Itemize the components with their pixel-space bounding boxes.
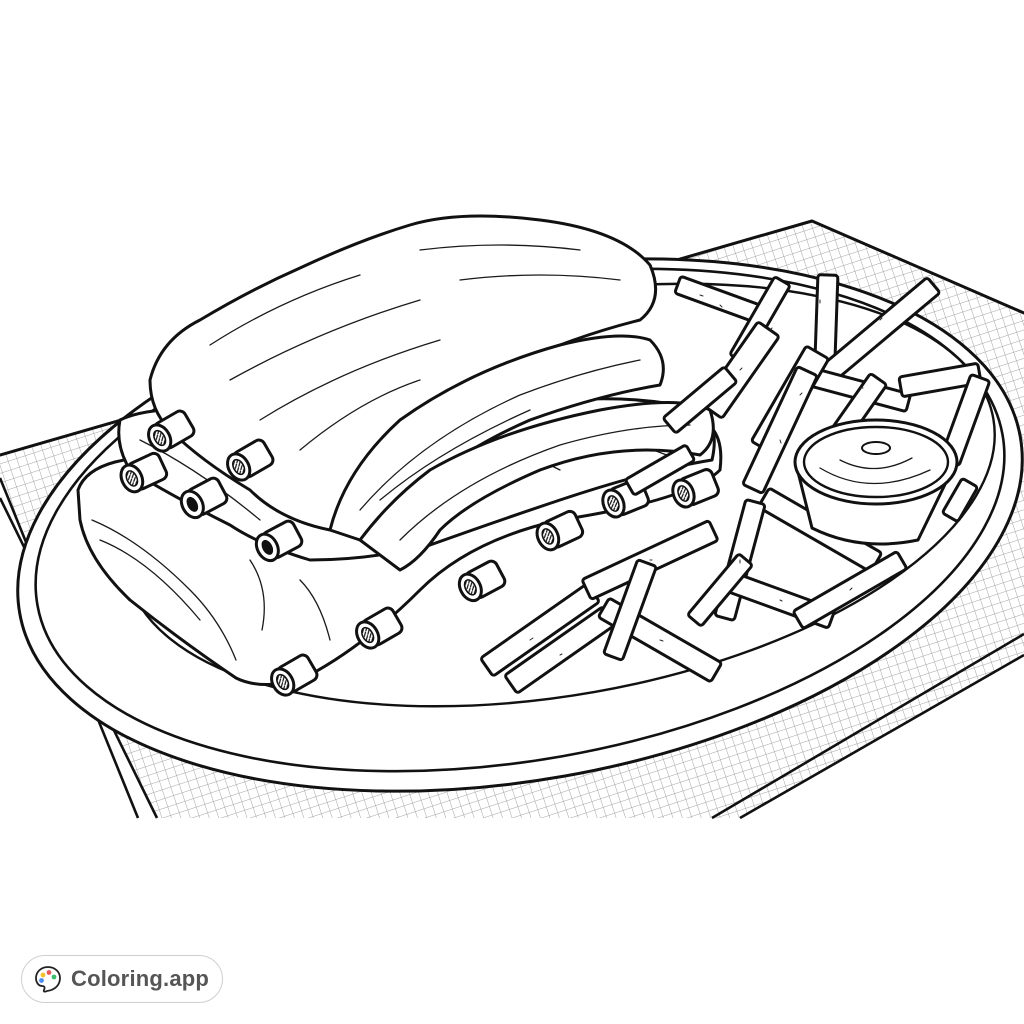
palette-icon (35, 966, 61, 993)
badge-label: Coloring.app (71, 966, 210, 991)
coloring-app-badge[interactable]: Coloring.app (21, 955, 223, 1003)
rack-of-ribs (76, 214, 723, 697)
dipping-sauce-cup (793, 418, 959, 546)
